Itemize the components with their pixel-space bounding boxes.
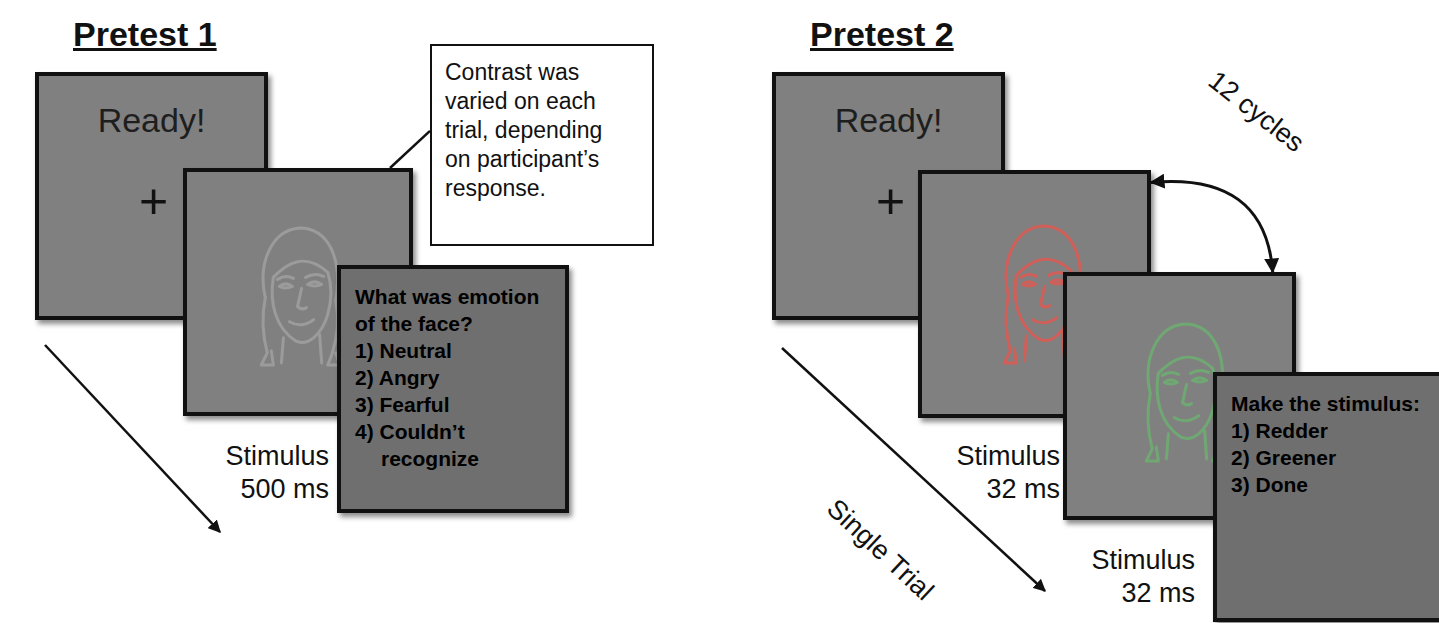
option-text: 3) Fearful <box>355 391 557 418</box>
leader-line <box>390 131 430 168</box>
option-text: 2) Greener <box>1231 444 1439 471</box>
response-screen: Make the stimulus:1) Redder2) Greener3) … <box>1213 372 1439 622</box>
option-text: 1) Redder <box>1231 417 1439 444</box>
cycle-arrow <box>1151 181 1273 272</box>
panel-title: Pretest 1 <box>73 14 217 54</box>
callout-text: Contrast was varied on each trial, depen… <box>445 58 632 203</box>
response-screen: What was emotion of the face?1) Neutral2… <box>337 265 569 513</box>
fixation-cross: + <box>876 176 905 226</box>
panel-title: Pretest 2 <box>810 14 954 54</box>
face-illustration <box>245 222 350 368</box>
screen-text: Ready! <box>39 100 264 140</box>
trial-label: Single Trial <box>820 492 940 607</box>
screen-text: Ready! <box>776 100 1001 140</box>
callout-box: Contrast was varied on each trial, depen… <box>430 44 654 246</box>
question-text: What was emotion of the face? <box>355 283 557 337</box>
stimulus-duration: Stimulus 32 ms <box>926 440 1060 506</box>
question-text: Make the stimulus: <box>1231 390 1439 417</box>
stimulus-duration: Stimulus 32 ms <box>1067 544 1195 610</box>
edge-label: 12 cycles <box>1201 64 1310 159</box>
fixation-cross: + <box>139 176 168 226</box>
option-text: 2) Angry <box>355 364 557 391</box>
stimulus-duration: Stimulus 500 ms <box>195 440 329 506</box>
option-text: 3) Done <box>1231 471 1439 498</box>
option-text: 1) Neutral <box>355 337 557 364</box>
option-text: 4) Couldn’t recognize <box>355 418 557 472</box>
